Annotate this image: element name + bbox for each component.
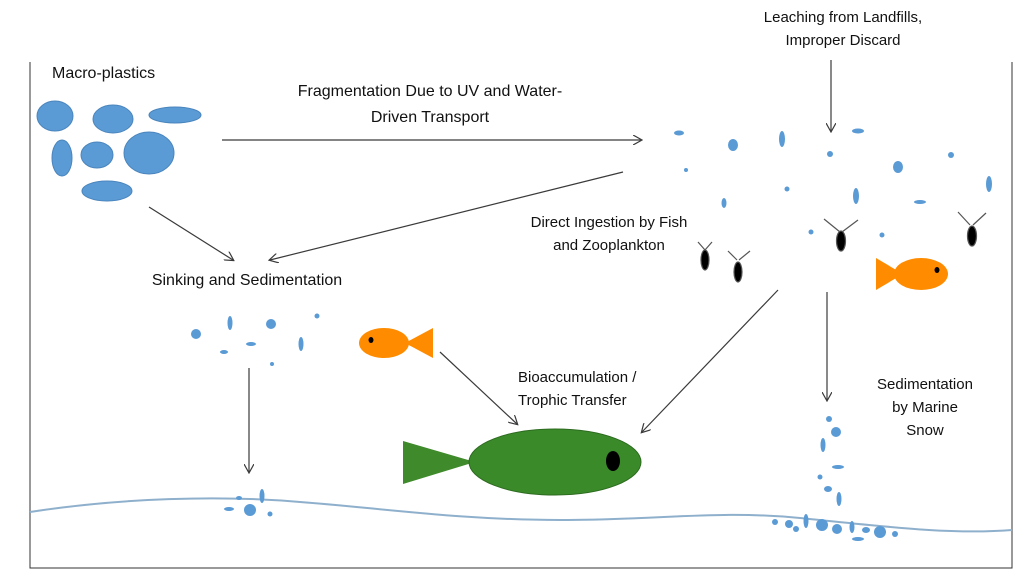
- fragmentation-label-line1: Fragmentation Due to UV and Water-: [298, 83, 562, 100]
- microplastic-particles-icon: [772, 416, 898, 541]
- microplastic-particles-icon: [191, 313, 320, 366]
- frame: [29, 62, 1013, 569]
- microplastic-particles-icon: [674, 128, 992, 238]
- macro-plastic-blobs-icon: [36, 100, 202, 202]
- bioaccumulation-label-line2: Trophic Transfer: [518, 392, 627, 409]
- orange-fish-icon: [359, 328, 433, 358]
- fragmentation-label-line2: Driven Transport: [371, 109, 490, 126]
- marine-snow-label-line1: Sedimentation: [877, 376, 973, 393]
- leaching-label-line1: Leaching from Landfills,: [764, 9, 922, 26]
- ingestion-label-line1: Direct Ingestion by Fish: [531, 214, 688, 231]
- green-fish-icon: [403, 428, 642, 496]
- macro-plastics-label: Macro-plastics: [52, 65, 155, 82]
- sinking-label: Sinking and Sedimentation: [152, 272, 342, 289]
- ingestion-label-line2: and Zooplankton: [553, 237, 665, 254]
- zooplankton-icon: [697, 211, 987, 283]
- microplastic-particles-icon: [224, 489, 273, 517]
- seafloor-line: [29, 497, 1013, 533]
- pathway-arrows: [148, 60, 831, 472]
- bioaccumulation-label-line1: Bioaccumulation /: [518, 369, 637, 386]
- marine-snow-label-line2: by Marine: [892, 399, 958, 416]
- orange-fish-icon: [876, 258, 948, 290]
- leaching-label-line2: Improper Discard: [785, 32, 900, 49]
- marine-snow-label-line3: Snow: [906, 422, 944, 439]
